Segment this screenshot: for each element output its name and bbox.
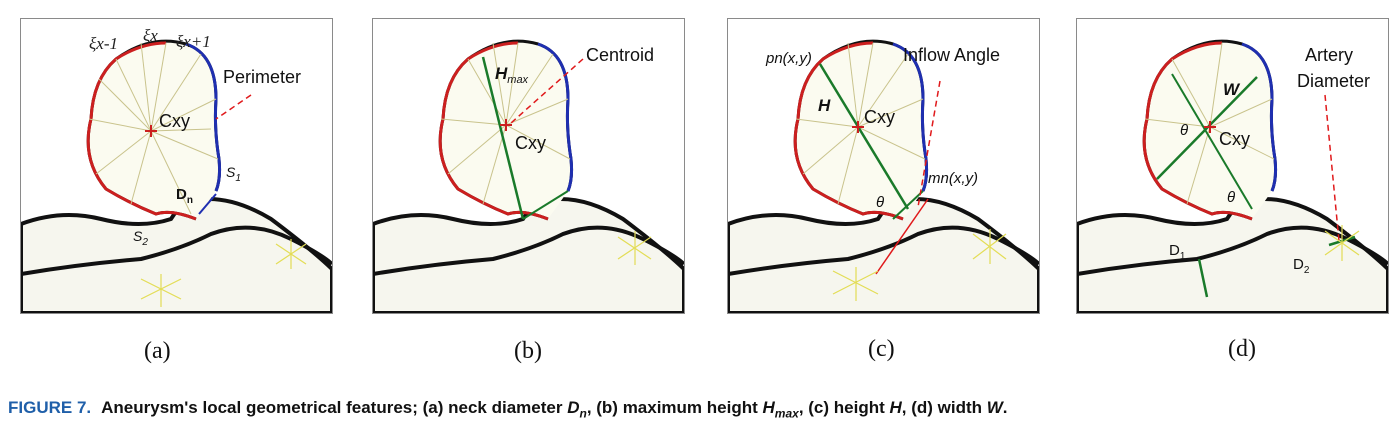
d1-label: D1 [1169,242,1186,262]
h-label: H [818,96,831,115]
mn-label: mn(x,y) [928,170,978,187]
perimeter-pointer [215,94,252,120]
inflow-label: Inflow Angle [903,45,1000,65]
figure-number: FIGURE 7. [8,398,92,417]
neck-line [522,190,569,220]
panel-a-drawing: ξx-1 ξx ξx+1 Perimeter Cxy S1 S2 Dn [21,26,332,313]
sublabel-d: (d) [1228,336,1256,362]
radial-lines [440,42,571,205]
s1-label: S1 [226,164,241,184]
contour-red [438,41,549,221]
contour-red [1142,41,1253,221]
contour-blue [185,42,222,192]
height-line [1171,73,1253,210]
inflow-pointer [917,80,941,208]
caption-h: H [889,398,902,417]
artery-pointer [1324,94,1340,242]
contour-red [793,41,904,221]
center-mark [500,119,512,131]
sublabel-c: (c) [868,336,895,362]
panel-d: Artery Diameter W Cxy θ θ D1 D2 [1076,18,1389,314]
panel-d-drawing: Artery Diameter W Cxy θ θ D1 D2 [1077,39,1388,313]
d2-label: D2 [1293,256,1310,276]
hmax-label: Hmax [495,64,529,86]
centroid-label: Centroid [586,45,654,65]
panel-c-drawing: pn(x,y) Inflow Angle H Cxy θ mn(x,y) [728,39,1039,313]
center-mark [1204,121,1216,133]
caption-text-d: , (d) width [901,398,987,417]
caption-text-a: Aneurysm's local geometrical features; (… [101,398,568,417]
w-label: W [1223,80,1241,99]
neck-line [892,190,924,220]
figure-caption: FIGURE 7. Aneurysm's local geometrical fe… [8,398,1008,420]
d1-line [1197,258,1209,298]
xi-next-label: ξx+1 [176,32,211,51]
center-label: Cxy [864,107,895,127]
artery-label: Artery [1305,45,1353,65]
caption-dn: Dn [567,398,587,421]
xi-label: ξx [143,26,158,45]
theta-label: θ [876,194,884,211]
pn-label: pn(x,y) [765,50,812,67]
contour-red [86,41,197,221]
contour-blue [892,42,929,192]
yellow-star [617,231,652,265]
caption-w: W [986,398,1003,417]
theta-label-1: θ [1180,122,1188,139]
caption-text-c: , (c) height [798,398,890,417]
inflow-arrow [875,198,929,275]
vessel-shape [1077,197,1388,313]
centroid-pointer [510,58,584,124]
dn-arrow [198,193,217,215]
dn-label: Dn [176,186,193,206]
diameter-label: Diameter [1297,71,1370,91]
sublabel-a: (a) [144,338,171,364]
center-label: Cxy [159,111,190,131]
radial-lines [88,42,219,215]
panel-b: Centroid Hmax Cxy [372,18,685,314]
sublabel-b: (b) [514,338,542,364]
panel-a: ξx-1 ξx ξx+1 Perimeter Cxy S1 S2 Dn [20,18,333,314]
vessel-shape [373,197,684,313]
yellow-star [1324,225,1360,261]
center-mark [852,121,864,133]
caption-hmax: Hmax [762,398,799,421]
center-mark [145,125,157,137]
contour-blue [537,42,574,192]
yellow-star [832,229,1007,301]
contour-blue [1241,42,1278,192]
vessel-shape [728,197,1039,313]
radial-lines [1144,42,1275,205]
height-line [818,63,910,210]
theta-label-2: θ [1227,189,1235,206]
center-label: Cxy [1219,129,1250,149]
xi-prev-label: ξx-1 [89,34,118,53]
yellow-star [140,239,307,307]
center-label: Cxy [515,133,546,153]
hmax-line [481,56,525,220]
radial-lines [795,42,926,205]
perimeter-label: Perimeter [223,67,301,87]
caption-text-b: , (b) maximum height [586,398,763,417]
s2-label: S2 [133,228,148,248]
panel-c: pn(x,y) Inflow Angle H Cxy θ mn(x,y) [727,18,1040,314]
vessel-shape [21,197,332,313]
panel-b-drawing: Centroid Hmax Cxy [373,39,684,313]
caption-text-e: . [1002,398,1008,417]
